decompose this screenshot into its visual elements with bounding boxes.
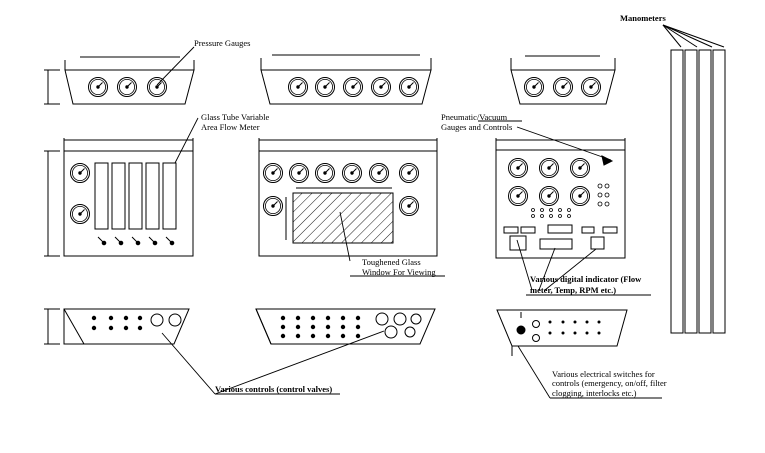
label-pneumatic-2: Gauges and Controls (441, 122, 512, 132)
label-switches-1: Various electrical switches for (552, 369, 655, 379)
toughened-glass-window (292, 192, 394, 244)
label-manometers: Manometers (620, 13, 666, 23)
label-switches-3: clogging, interlocks etc.) (552, 388, 637, 398)
label-digital-1: Various digital indicator (Flow (530, 274, 642, 284)
bottom-panel-right (496, 309, 628, 356)
manometers (662, 24, 726, 334)
bottom-panel-middle (255, 308, 436, 345)
label-glass-tube-1: Glass Tube Variable (201, 112, 270, 122)
mid-panel-right (495, 138, 626, 259)
label-toughened-2: Window For Viewing (362, 267, 436, 277)
top-panel-left (44, 56, 195, 105)
bottom-panel-left (44, 308, 190, 345)
leader-lines (156, 46, 662, 399)
mid-panel-left (44, 138, 194, 257)
label-toughened-1: Toughened Glass (362, 257, 421, 267)
label-controls: Various controls (control valves) (215, 384, 332, 394)
label-pressure-gauges: Pressure Gauges (194, 38, 250, 48)
label-pneumatic-1: Pneumatic/Vacuum (441, 112, 507, 122)
label-switches-2: controls (emergency, on/off, filter (552, 378, 667, 388)
label-digital-2: meter, Temp, RPM etc.) (530, 285, 616, 295)
mid-panel-middle (258, 138, 438, 257)
top-panel-middle (260, 54, 432, 105)
label-glass-tube-2: Area Flow Meter (201, 122, 260, 132)
top-panel-right (510, 55, 616, 105)
